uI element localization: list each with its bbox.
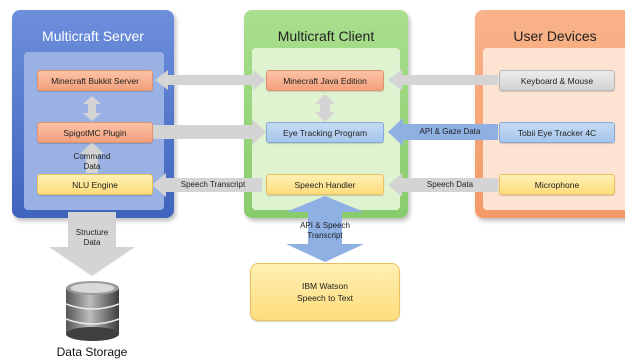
tobii-eye-tracker-box: Tobii Eye Tracker 4C (499, 122, 615, 143)
bukkit-java-arrow (155, 70, 266, 90)
multicraft-client-title: Multicraft Client (277, 28, 375, 44)
speech-transcript-label: Speech Transcript (180, 180, 246, 189)
ibm-watson-line1: IBM Watson (302, 281, 348, 291)
data-storage-label: Data Storage (56, 345, 128, 359)
spigot-eye-arrow (152, 119, 266, 145)
mic-speech-arrow (388, 173, 498, 197)
server-storage-arrow (49, 212, 135, 276)
command-data-line1: Command (73, 152, 111, 161)
microphone-box: Microphone (499, 174, 615, 195)
keyboard-java-arrow (388, 69, 498, 91)
api-speech-transcript-label: API & Speech Transcript (295, 221, 355, 241)
user-devices-title: User Devices (513, 28, 597, 44)
speech-data-label: Speech Data (426, 180, 474, 189)
api-speech-line2: Transcript (307, 231, 343, 240)
spigotmc-plugin-box: SpigotMC Plugin (37, 122, 153, 143)
api-gaze-data-label: API & Gaze Data (419, 127, 481, 136)
api-speech-line1: API & Speech (300, 221, 350, 230)
minecraft-bukkit-server-box: Minecraft Bukkit Server (37, 70, 153, 91)
structure-data-label: Structure Data (67, 228, 117, 248)
speech-watson-arrow (286, 196, 364, 262)
speech-nlu-arrow (152, 173, 262, 197)
speech-handler-box: Speech Handler (266, 174, 384, 195)
structure-data-line1: Structure (75, 228, 109, 237)
ibm-watson-line2: Speech to Text (296, 293, 354, 303)
eye-tracking-program-box: Eye Tracking Program (266, 122, 384, 143)
structure-data-line2: Data (83, 238, 101, 247)
keyboard-mouse-box: Keyboard & Mouse (499, 70, 615, 91)
ibm-watson-box: IBM Watson Speech to Text (250, 263, 400, 321)
minecraft-java-edition-box: Minecraft Java Edition (266, 70, 384, 91)
database-icon (65, 281, 120, 341)
tobii-eye-arrow (388, 118, 498, 146)
bukkit-spigot-arrow (83, 96, 101, 121)
nlu-spigot-arrow (80, 142, 104, 173)
command-data-line2: Data (83, 162, 101, 171)
command-data-label: Command Data (70, 152, 114, 172)
multicraft-server-title: Multicraft Server (42, 28, 144, 44)
java-eye-arrow (315, 94, 335, 122)
nlu-engine-box: NLU Engine (37, 174, 153, 195)
